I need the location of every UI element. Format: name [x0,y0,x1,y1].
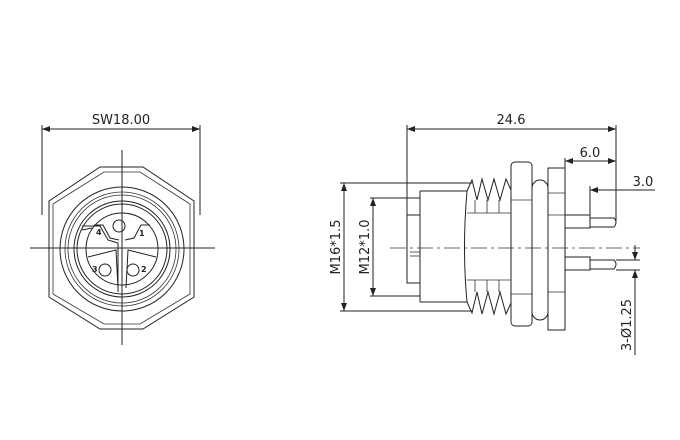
pin-label-1: 1 [139,229,145,238]
pin-bottom-tip [590,259,617,270]
pin-bottom-base [564,256,591,271]
pin-label-4: 4 [96,228,102,237]
contact-hole-2 [126,263,140,277]
pin-tip-label: 3.0 [633,175,654,190]
hex-nut-chamfer [52,171,191,325]
front-view: SW18.00 1 2 3 4 [30,113,215,345]
outer-thread-label: M16*1.5 [329,220,344,275]
side-view: 24.6 6.0 3.0 M16*1.5 M12*1.0 [329,113,655,355]
thread-profile [466,177,512,316]
pin-diameter-label: 3-Ø1.25 [620,299,635,351]
thread-detail [467,200,511,292]
body [419,190,467,303]
pin-length-label: 6.0 [580,146,601,161]
width-dimension-label: SW18.00 [92,113,150,128]
insert-keyways [87,224,157,289]
flange [547,167,566,331]
length-dimension-label: 24.6 [497,113,526,128]
pin-label-3: 3 [92,265,98,274]
pin-top-tip [590,217,617,228]
pin-label-2: 2 [141,265,147,274]
o-ring [531,179,549,321]
front-face [406,214,421,284]
contact-hole-top [112,219,126,233]
contact-hole-3 [98,263,112,277]
hex-nut-outline [48,166,195,330]
pin-top-base [564,214,591,229]
hex-nut [510,161,533,327]
inner-thread-label: M12*1.0 [358,220,373,275]
body-curve [464,190,468,303]
